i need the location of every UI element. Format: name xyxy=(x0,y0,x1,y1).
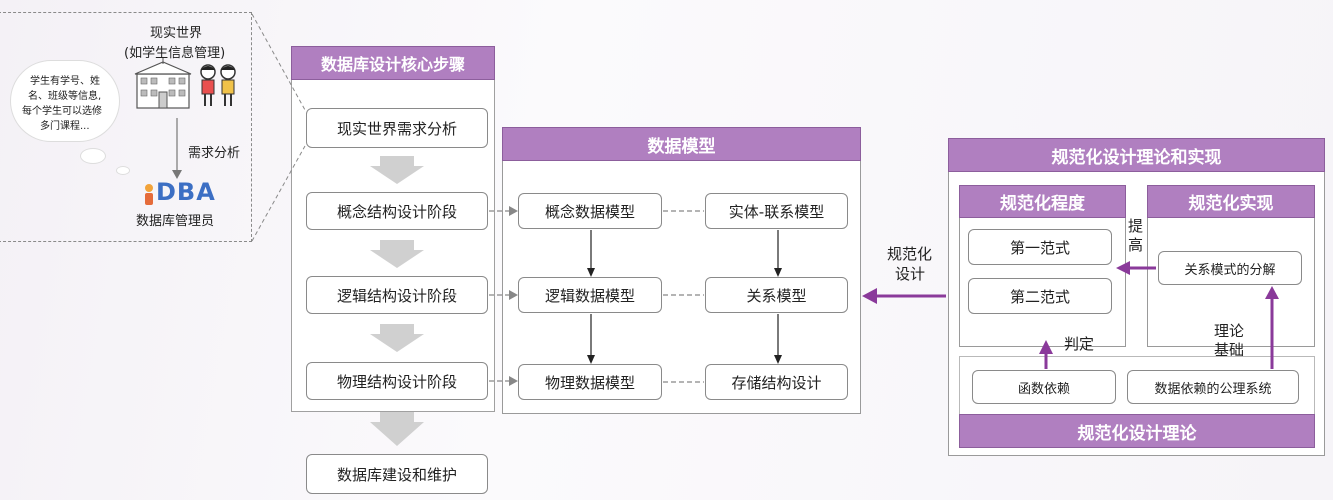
judge-label: 判定 xyxy=(1064,335,1095,353)
dependency-axiom-system: 数据依赖的公理系统 xyxy=(1127,370,1299,404)
physical-data-model: 物理数据模型 xyxy=(518,364,662,400)
first-normal-form: 第一范式 xyxy=(968,229,1112,265)
step-logical-design: 逻辑结构设计阶段 xyxy=(306,276,488,314)
second-normal-form: 第二范式 xyxy=(968,278,1112,314)
bubble-line-1: 学生有学号、姓 xyxy=(30,76,100,87)
core-steps-title: 数据库设计核心步骤 xyxy=(291,46,495,80)
degree-title: 规范化程度 xyxy=(959,185,1126,218)
down-chevrons xyxy=(370,156,424,446)
step-build-maintain: 数据库建设和维护 xyxy=(306,454,488,494)
storage-structure-design: 存储结构设计 xyxy=(705,364,848,400)
req-analysis-arrow xyxy=(172,118,182,179)
bubble-dot-1 xyxy=(80,148,106,164)
real-world-title: 现实世界 xyxy=(150,26,203,41)
school-building-icon xyxy=(134,58,192,109)
req-analysis-label: 需求分析 xyxy=(188,146,241,161)
real-world-subtitle: (如学生信息管理) xyxy=(124,46,226,61)
impl-title: 规范化实现 xyxy=(1147,185,1315,218)
bubble-line-4: 多门课程... xyxy=(40,121,90,132)
bubble-line-3: 每个学生可以选修 xyxy=(22,106,102,117)
step-physical-design: 物理结构设计阶段 xyxy=(306,362,488,400)
scene-frame xyxy=(0,12,252,242)
improve-label-2: 高 xyxy=(1128,236,1144,254)
normalization-title: 规范化设计理论和实现 xyxy=(948,138,1325,172)
er-model: 实体-联系模型 xyxy=(705,193,848,229)
logical-data-model: 逻辑数据模型 xyxy=(518,277,662,313)
relation-decomposition: 关系模式的分解 xyxy=(1158,251,1302,285)
relational-model: 关系模型 xyxy=(705,277,848,313)
person-icon xyxy=(145,184,153,205)
dba-caption: 数据库管理员 xyxy=(136,214,215,229)
conceptual-data-model: 概念数据模型 xyxy=(518,193,662,229)
functional-dependency: 函数依赖 xyxy=(972,370,1116,404)
bubble-line-2: 名、班级等信息, xyxy=(28,91,102,102)
data-model-title: 数据模型 xyxy=(502,127,861,161)
dba-logo: DBA xyxy=(156,178,216,206)
normalize-design-label-1: 规范化 xyxy=(887,245,933,263)
step-requirement-analysis: 现实世界需求分析 xyxy=(306,108,488,148)
theory-label-1: 理论 xyxy=(1214,322,1245,340)
step-conceptual-design: 概念结构设计阶段 xyxy=(306,192,488,230)
theory-title: 规范化设计理论 xyxy=(959,414,1315,448)
bubble-dot-2 xyxy=(116,166,130,175)
improve-label-1: 提 xyxy=(1128,217,1144,235)
thought-bubble xyxy=(10,60,120,142)
students-icon xyxy=(200,64,236,106)
normalize-design-label-2: 设计 xyxy=(895,265,926,283)
theory-label-2: 基础 xyxy=(1214,341,1245,359)
